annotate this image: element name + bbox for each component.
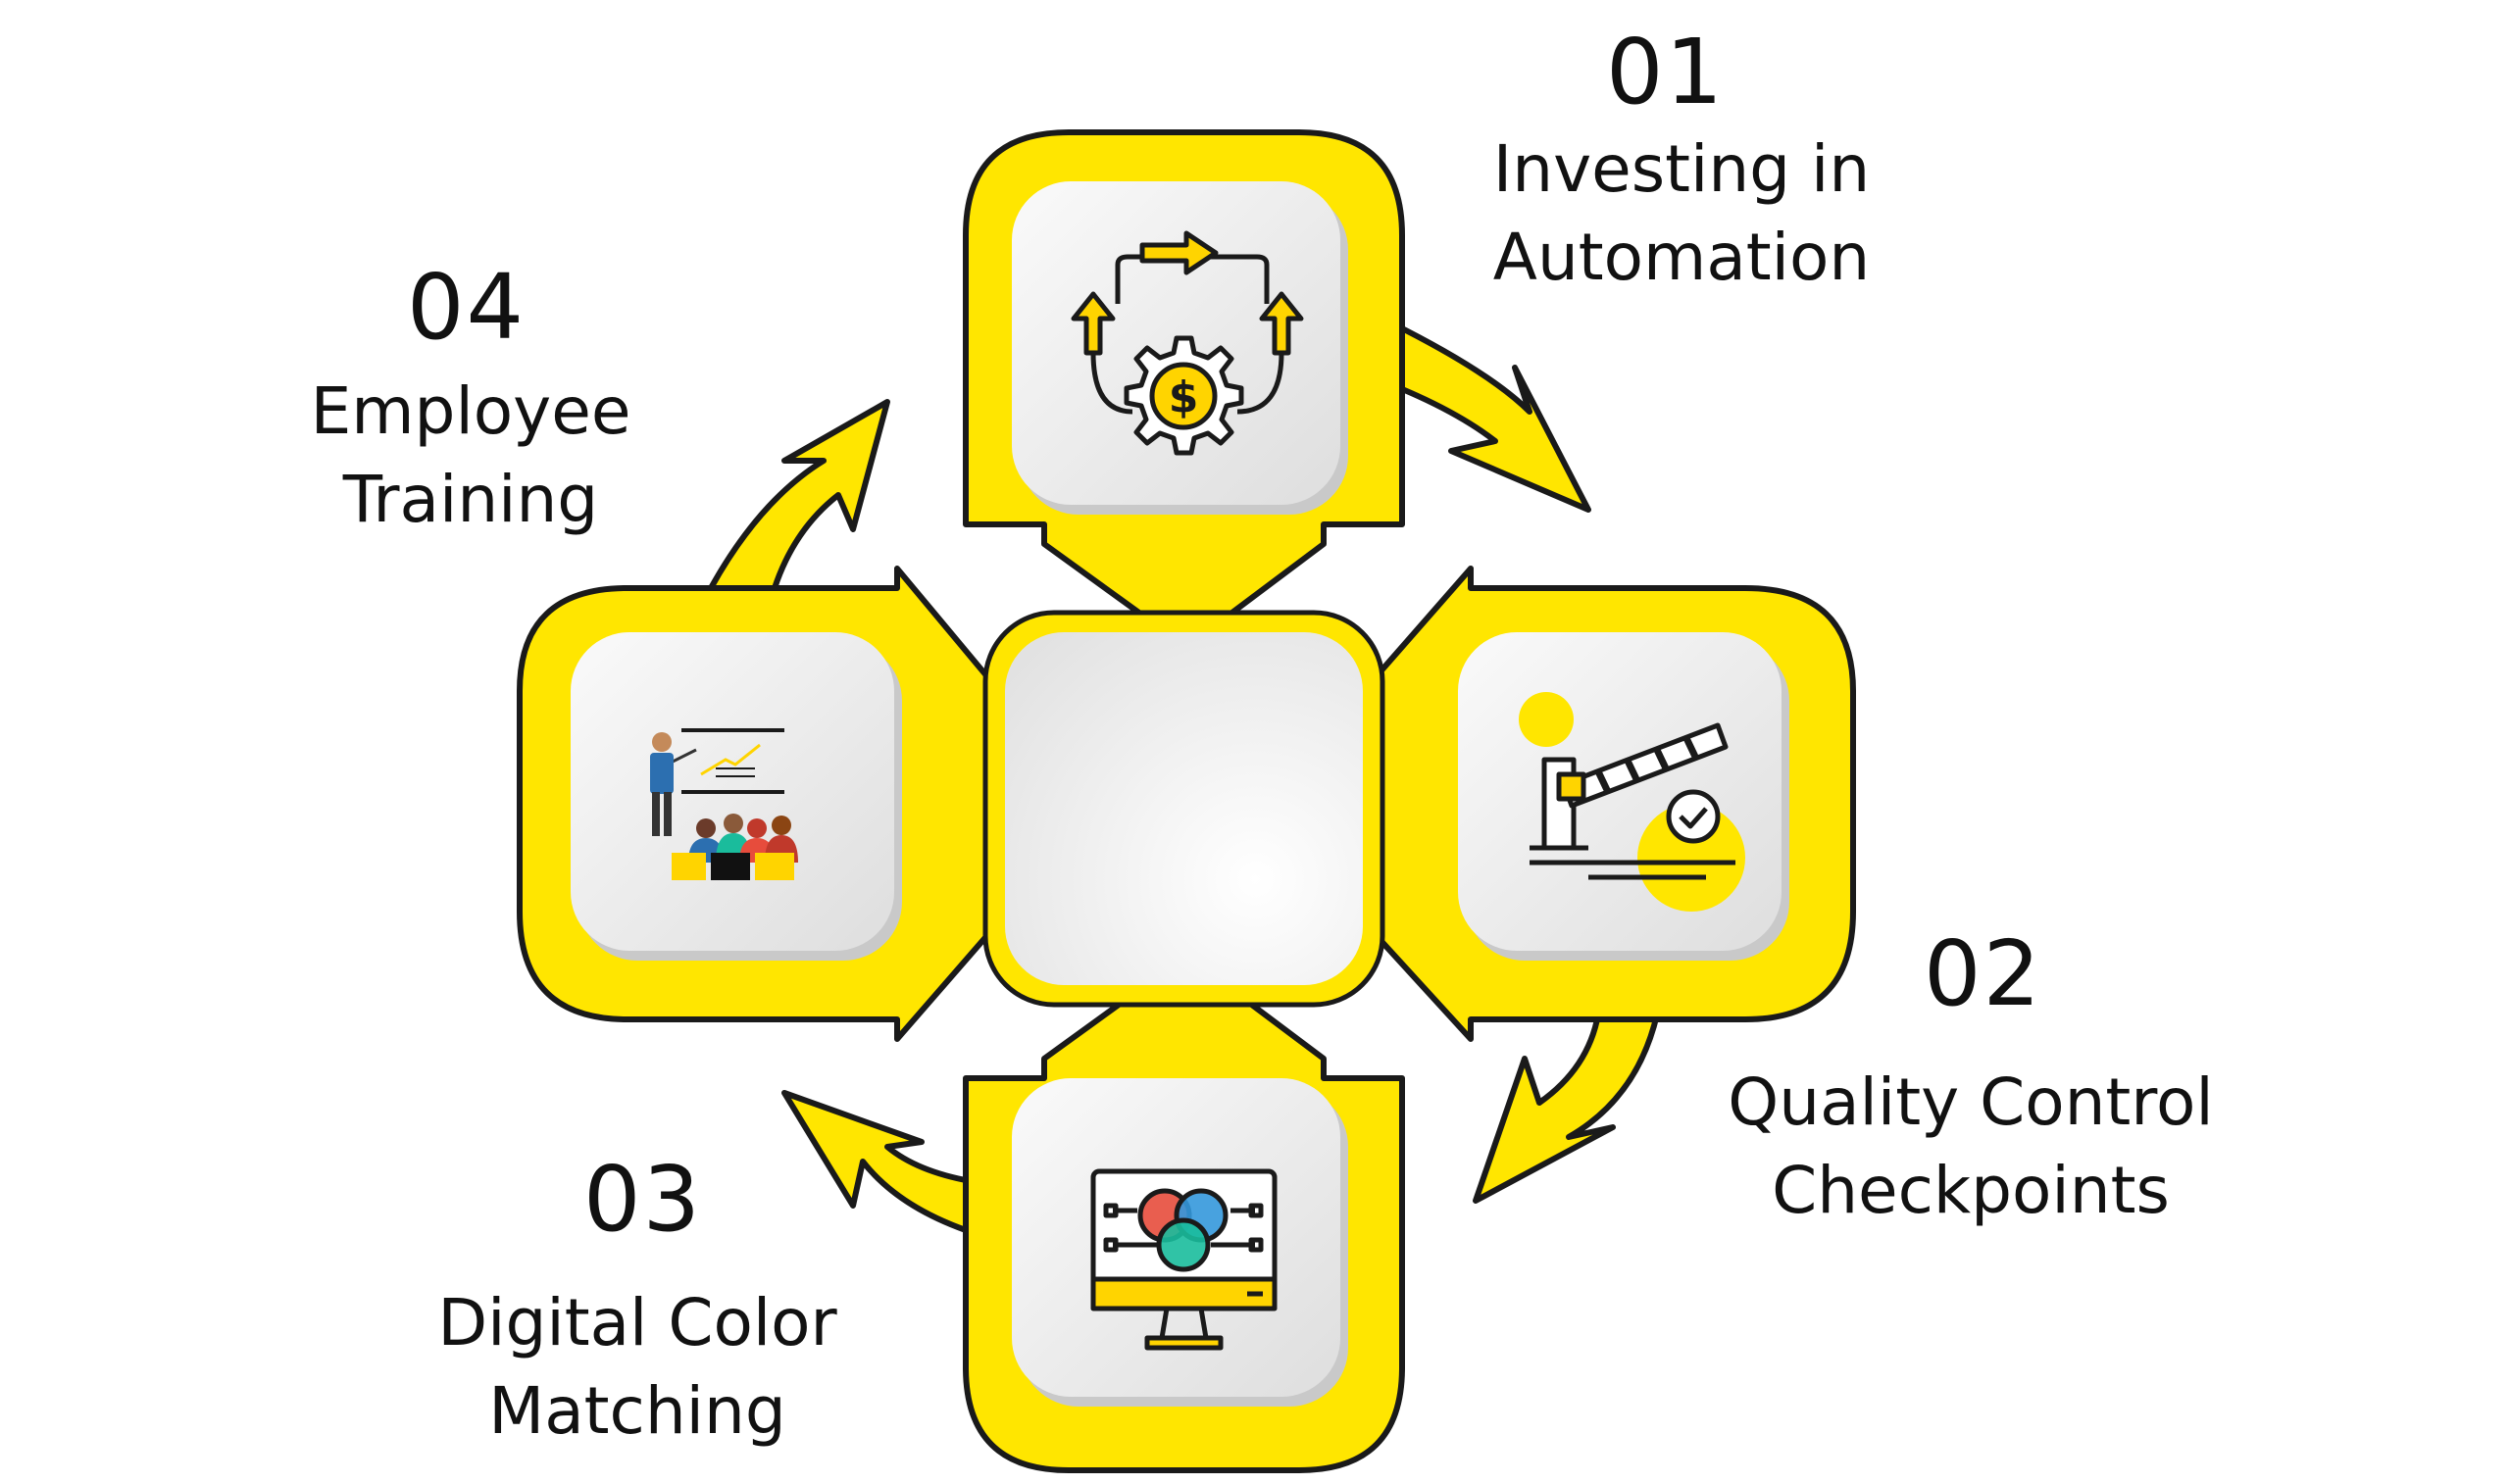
quality-checkpoint-barrier-icon bbox=[1519, 692, 1745, 912]
step-04-label: Employee Training bbox=[275, 368, 667, 544]
step-01-number: 01 bbox=[1606, 20, 1726, 124]
step-03-number: 03 bbox=[583, 1147, 703, 1252]
tile-left bbox=[571, 632, 902, 961]
step-02-label-line1: Quality Control bbox=[1728, 1064, 2214, 1140]
step-03-label-line1: Digital Color bbox=[437, 1285, 837, 1360]
center-tile bbox=[982, 610, 1385, 1008]
step-01-label-line2: Automation bbox=[1492, 220, 1871, 295]
step-03-label-line2: Matching bbox=[488, 1373, 786, 1449]
step-03-label: Digital Color Matching bbox=[392, 1279, 882, 1456]
tile-right bbox=[1458, 632, 1789, 961]
training-presentation-icon bbox=[650, 728, 798, 880]
automation-gear-dollar-icon: $ bbox=[1071, 230, 1304, 456]
step-04-label-line1: Employee bbox=[310, 373, 631, 449]
arrow-01-to-02 bbox=[1370, 321, 1591, 513]
step-02-label: Quality Control Checkpoints bbox=[1686, 1059, 2255, 1235]
color-matching-monitor-icon bbox=[1090, 1168, 1278, 1351]
arrow-02-to-03 bbox=[1473, 1012, 1660, 1204]
step-04-label-line2: Training bbox=[342, 462, 599, 537]
step-01-label: Investing in Automation bbox=[1446, 125, 1917, 302]
step-02-label-line2: Checkpoints bbox=[1772, 1153, 2170, 1228]
svg-text:$: $ bbox=[1169, 372, 1199, 422]
step-02-number: 02 bbox=[1924, 921, 2043, 1026]
step-01-label-line1: Investing in bbox=[1492, 131, 1871, 207]
arrow-03-to-04 bbox=[781, 1090, 974, 1233]
step-04-number: 04 bbox=[407, 255, 527, 360]
arrow-04-to-01 bbox=[708, 399, 890, 591]
